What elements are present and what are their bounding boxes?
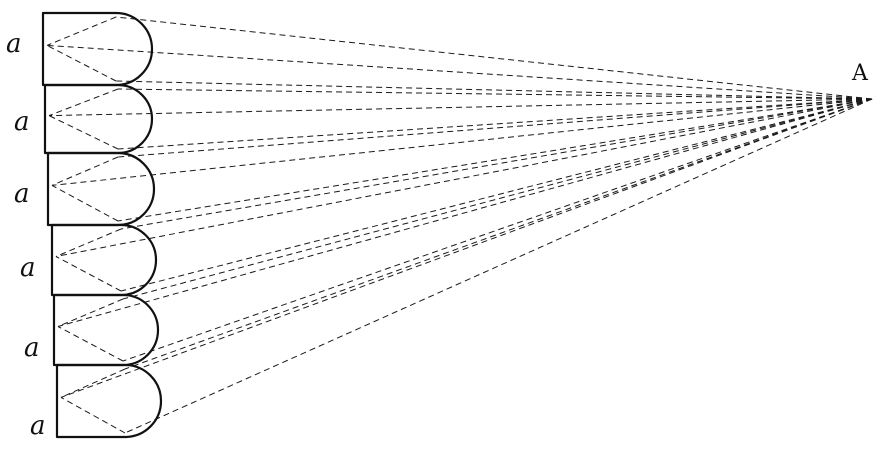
cell-label-1: a <box>6 29 22 59</box>
cell-3 <box>46 151 156 227</box>
ray-apex-cell-5-top <box>122 98 873 300</box>
ray-apex-cell-2-top <box>117 88 873 100</box>
source-point-label: A <box>851 61 869 86</box>
ray-apex-cell-2-bottom <box>117 98 873 150</box>
ray-inner-cell-6-bottom <box>60 396 126 434</box>
cell-label-6: a <box>30 411 46 441</box>
ray-inner-cell-2-top <box>48 88 119 117</box>
cell-label-2: a <box>14 107 30 137</box>
ray-inner-cell-2-bottom <box>48 115 119 150</box>
cell-label-3: a <box>14 179 30 209</box>
ray-inner-cell-3-top <box>51 156 119 186</box>
ray-apex-focus-5 <box>57 98 873 327</box>
dashed-rays <box>46 16 873 434</box>
ray-inner-cell-1-top <box>46 16 117 46</box>
ray-inner-cell-3-bottom <box>51 184 119 222</box>
ray-inner-cell-4-bottom <box>55 256 122 292</box>
ray-apex-cell-3-top <box>117 98 873 158</box>
ray-inner-cell-5-top <box>57 298 124 327</box>
ray-apex-focus-2 <box>48 98 873 117</box>
ray-apex-cell-4-top <box>120 98 873 230</box>
ray-apex-focus-6 <box>60 98 873 398</box>
ray-apex-focus-3 <box>51 98 873 186</box>
ray-inner-cell-6-top <box>60 368 126 398</box>
cell-label-5: a <box>24 333 40 363</box>
ray-inner-cell-5-bottom <box>57 326 124 362</box>
ray-apex-cell-3-bottom <box>117 98 873 222</box>
ray-apex-cell-1-top <box>115 16 873 100</box>
cell-2 <box>43 83 154 155</box>
cell-label-4: a <box>20 253 36 283</box>
cell-6 <box>55 363 163 439</box>
ray-apex-cell-6-bottom <box>124 98 873 434</box>
cell-1 <box>41 11 154 87</box>
ray-apex-cell-1-bottom <box>115 80 873 100</box>
ray-inner-cell-1-bottom <box>46 44 117 82</box>
cell-5 <box>52 293 160 367</box>
ray-apex-cell-5-bottom <box>122 98 873 362</box>
ray-apex-cell-6-top <box>124 98 873 370</box>
ray-apex-focus-1 <box>46 44 873 100</box>
cell-4 <box>50 223 158 297</box>
cell-stack <box>41 11 163 439</box>
ray-apex-focus-4 <box>55 98 873 257</box>
ray-apex-cell-4-bottom <box>120 98 873 292</box>
ray-inner-cell-4-top <box>55 228 122 257</box>
cell-labels: a a a a a a <box>6 29 46 441</box>
